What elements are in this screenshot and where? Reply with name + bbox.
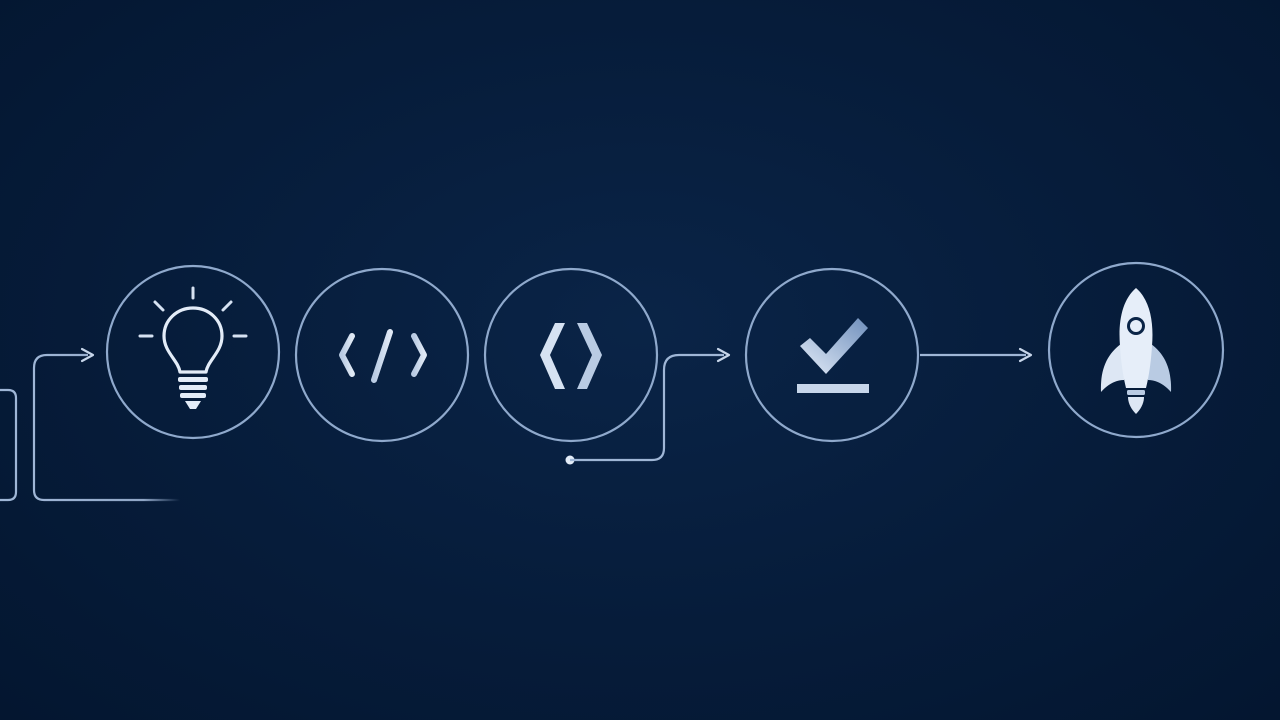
step-launch xyxy=(1047,261,1225,439)
step-code-ring xyxy=(294,267,470,443)
step-verify-ring xyxy=(744,267,920,443)
angle-brackets-icon xyxy=(540,323,602,389)
step-code xyxy=(294,267,470,443)
connector-left-edge xyxy=(0,388,18,502)
connector-loop-to-idea xyxy=(32,353,180,502)
step-idea-ring xyxy=(105,264,281,440)
rocket-icon xyxy=(1100,288,1172,414)
connector-build-to-verify xyxy=(570,353,724,462)
step-launch-ring xyxy=(1047,261,1225,439)
connectors xyxy=(0,347,1033,502)
checkmark-icon xyxy=(797,318,869,393)
step-verify xyxy=(744,267,920,443)
connector-arrowhead-verify xyxy=(716,347,731,363)
code-icon xyxy=(339,329,427,383)
connector-arrowhead-idea xyxy=(80,347,95,363)
step-idea xyxy=(105,264,281,440)
step-build-ring xyxy=(483,267,659,443)
connector-arrowhead-launch xyxy=(1018,347,1033,363)
step-build xyxy=(483,267,659,443)
lightbulb-icon xyxy=(138,286,248,409)
